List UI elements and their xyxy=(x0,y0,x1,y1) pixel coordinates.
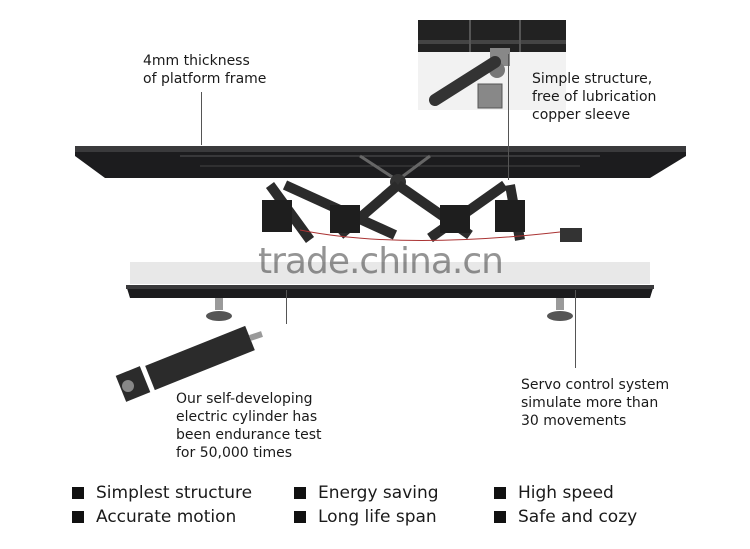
bullet-square-icon xyxy=(72,487,84,499)
bullet-square-icon xyxy=(494,487,506,499)
feature-item: Accurate motion xyxy=(72,506,236,528)
joint-inset-photo xyxy=(418,20,566,110)
feature-item: Energy saving xyxy=(294,482,439,504)
frame-leader-line xyxy=(201,92,202,145)
cylinder-callout-line: for 50,000 times xyxy=(176,445,293,461)
feature-item: Simplest structure xyxy=(72,482,252,504)
feature-label: Safe and cozy xyxy=(518,507,638,527)
structure-callout-line: Simple structure, xyxy=(532,71,653,87)
servo-callout-line: 30 movements xyxy=(521,413,627,429)
feature-label: High speed xyxy=(518,483,614,503)
actuators xyxy=(262,180,582,243)
cylinder-callout: Our self-developing electric cylinder ha… xyxy=(176,390,322,462)
frame-callout-line: 4mm thickness xyxy=(143,53,250,69)
cylinder-callout-line: Our self-developing xyxy=(176,391,313,407)
cylinder-callout-line: been endurance test xyxy=(176,427,322,443)
bullet-square-icon xyxy=(494,511,506,523)
feature-item: Long life span xyxy=(294,506,437,528)
bullet-square-icon xyxy=(294,511,306,523)
feature-label: Accurate motion xyxy=(96,507,237,527)
servo-callout-line: Servo control system xyxy=(521,377,670,393)
structure-callout: Simple structure, free of lubrication co… xyxy=(532,70,656,124)
frame-callout: 4mm thickness of platform frame xyxy=(143,52,266,88)
feature-item: Safe and cozy xyxy=(494,506,637,528)
feature-label: Energy saving xyxy=(318,483,439,503)
structure-callout-line: free of lubrication xyxy=(532,89,657,105)
structure-callout-line: copper sleeve xyxy=(532,107,631,123)
structure-leader-line xyxy=(508,54,509,180)
servo-callout: Servo control system simulate more than … xyxy=(521,376,669,430)
frame-callout-line: of platform frame xyxy=(143,71,267,87)
watermark: trade.china.cn xyxy=(258,241,504,282)
feature-label: Long life span xyxy=(318,507,437,527)
feature-label: Simplest structure xyxy=(96,483,253,503)
servo-leader-line xyxy=(575,290,576,368)
top-platform xyxy=(75,146,686,190)
base-platform xyxy=(126,262,654,321)
cylinder-leader-line xyxy=(286,290,287,324)
cylinder-callout-line: electric cylinder has xyxy=(176,409,318,425)
servo-callout-line: simulate more than xyxy=(521,395,659,411)
feature-item: High speed xyxy=(494,482,614,504)
bullet-square-icon xyxy=(294,487,306,499)
electric-cylinder-photo xyxy=(115,325,263,402)
bullet-square-icon xyxy=(72,511,84,523)
